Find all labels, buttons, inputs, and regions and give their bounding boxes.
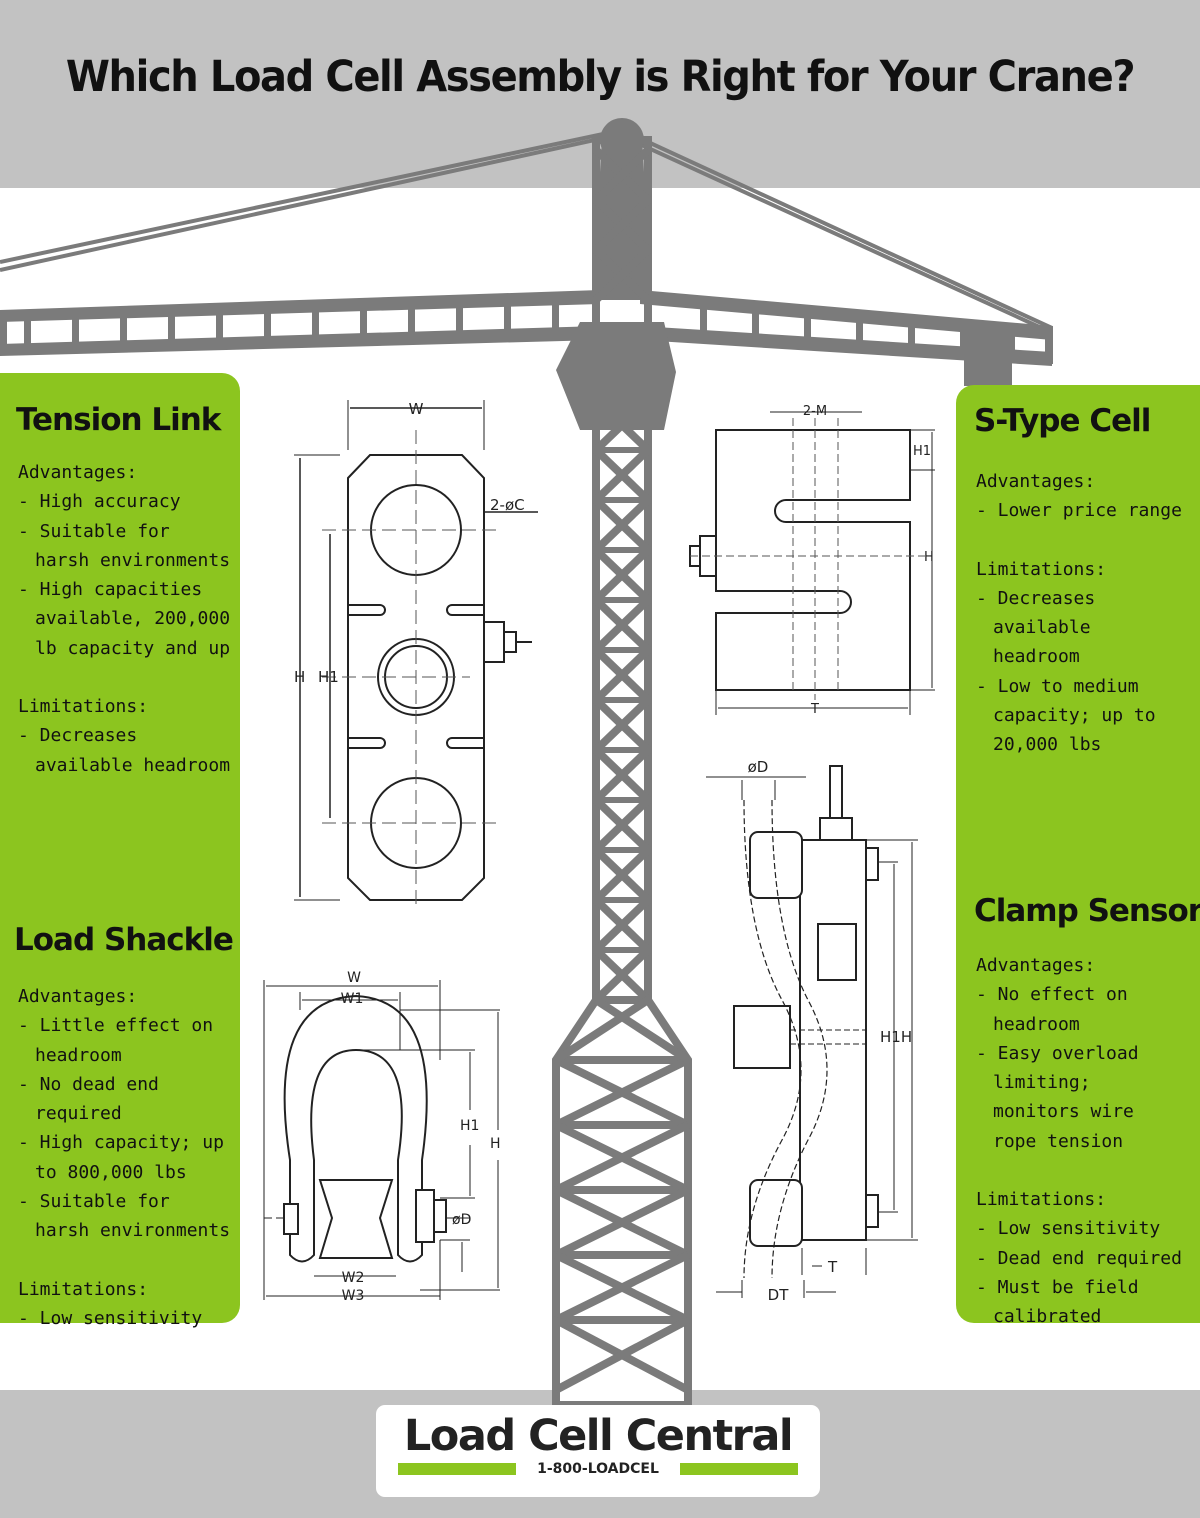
load-shackle-details: Advantages: - Little effect on headroom … (18, 982, 234, 1333)
crane-base (552, 996, 692, 1409)
list-item: - Low sensitivity (18, 1307, 203, 1329)
limitations-label: Limitations: (18, 696, 149, 718)
tension-h1-label: H1 (318, 668, 339, 686)
company-logo: Load Cell Central 1-800-LOADCEL (376, 1405, 820, 1497)
shackle-w2-label: W2 (342, 1270, 365, 1286)
left-info-panel (0, 373, 240, 1323)
list-item: - No effect on headroom (976, 984, 1128, 1035)
tension-link-title: Tension Link (16, 402, 221, 438)
stype-t-label: T (810, 702, 819, 717)
list-item: - Decreases available headroom (976, 587, 1096, 668)
advantages-label: Advantages: (976, 471, 1096, 492)
clamp-sensor-details: Advantages: - No effect on headroom - Ea… (976, 951, 1186, 1332)
list-item: - Low to medium capacity; up to 20,000 l… (976, 675, 1156, 756)
list-item: - High capacity; up to 800,000 lbs (18, 1132, 224, 1183)
right-info-panel (956, 385, 1200, 1323)
clamp-d-label: øD (748, 758, 769, 776)
load-shackle-title: Load Shackle (14, 922, 234, 958)
list-item: - Suitable for harsh environments (18, 1191, 231, 1242)
list-item: - Must be field calibrated (976, 1276, 1139, 1328)
tension-link-details: Advantages: - High accuracy - Suitable f… (18, 458, 232, 780)
logo-phone: 1-800-LOADCEL (516, 1459, 680, 1479)
list-item: - Suitable for harsh environments (18, 520, 231, 571)
clamp-t-label: T (827, 1258, 838, 1276)
shackle-w-label: W (347, 970, 361, 986)
load-shackle-drawing (263, 980, 500, 1300)
list-item: - Little effect on headroom (18, 1015, 214, 1066)
limitations-label: Limitations: (976, 558, 1107, 580)
s-type-drawing (689, 411, 935, 715)
tension-w-label: W (409, 400, 424, 418)
list-item: - Lower price range (976, 500, 1182, 522)
s-type-title: S-Type Cell (974, 403, 1151, 439)
page-title: Which Load Cell Assembly is Right for Yo… (65, 52, 1136, 102)
clamp-h1h-label: H1H (880, 1028, 912, 1046)
list-item: - No dead end required (18, 1073, 159, 1125)
advantages-label: Advantages: (18, 986, 138, 1007)
clamp-dt-label: DT (768, 1286, 790, 1304)
list-item: - Decreases available headroom (18, 725, 231, 776)
tension-link-drawing (294, 400, 538, 910)
list-item: - High accuracy (18, 491, 181, 513)
limitations-label: Limitations: (976, 1189, 1107, 1211)
stype-m-label: 2-M (803, 404, 827, 419)
s-type-details: Advantages: - Lower price range Limitati… (976, 467, 1186, 760)
crane-cab (556, 322, 676, 430)
stype-h1-label: H1 (913, 444, 931, 459)
tension-h-label: H (294, 668, 305, 686)
list-item: - Easy overload limiting; monitors wire … (976, 1042, 1139, 1152)
crane-mast (592, 136, 652, 1394)
list-item: - High capacities available, 200,000 lb … (18, 579, 231, 659)
list-item: - Low sensitivity (976, 1218, 1161, 1240)
tension-c-label: 2-øC (490, 496, 525, 514)
shackle-w1-label: W1 (341, 991, 364, 1007)
shackle-h-label: H (490, 1136, 501, 1152)
shackle-h1-label: H1 (460, 1118, 479, 1134)
limitations-label: Limitations: (18, 1278, 149, 1300)
clamp-sensor-drawing (706, 765, 918, 1298)
logo-name: Load Cell Central (403, 1411, 794, 1461)
shackle-w3-label: W3 (342, 1288, 365, 1304)
shackle-d-label: øD (452, 1212, 471, 1228)
list-item: - Dead end required (976, 1247, 1182, 1269)
crane-jib (0, 290, 1053, 366)
advantages-label: Advantages: (18, 462, 138, 483)
clamp-sensor-title: Clamp Sensor (974, 893, 1200, 929)
advantages-label: Advantages: (976, 955, 1096, 976)
stype-h-label: H (924, 550, 934, 565)
